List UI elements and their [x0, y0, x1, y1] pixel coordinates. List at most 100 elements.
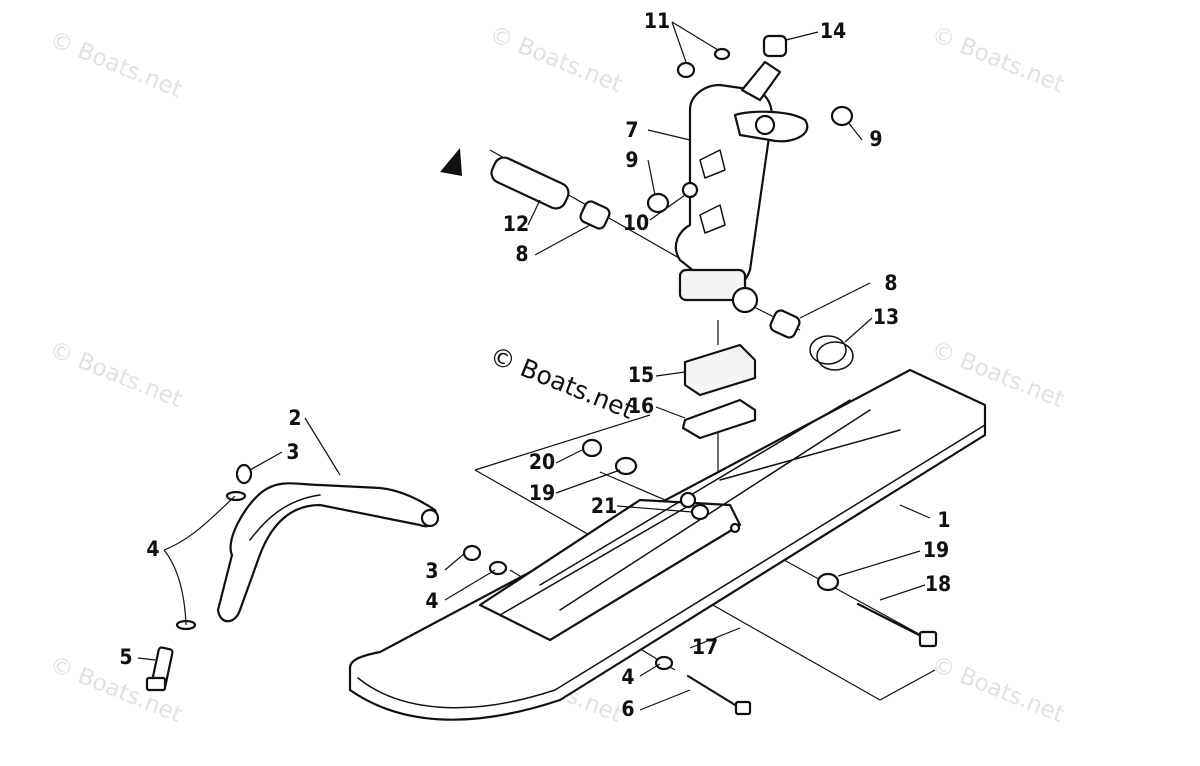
bracket-line-end	[879, 669, 936, 701]
handle-body	[216, 482, 438, 623]
callout-10: 10	[623, 211, 649, 235]
spring-coil	[809, 335, 847, 365]
callout-12: 12	[503, 212, 529, 236]
bolt-18	[856, 602, 938, 648]
ski-keel-lines	[539, 399, 901, 611]
leader-13	[844, 317, 873, 343]
leader-19	[555, 469, 621, 494]
washer-19	[816, 572, 840, 592]
leader-4	[639, 663, 661, 677]
bolt-5-head	[145, 676, 167, 692]
leader-21	[616, 505, 693, 513]
spring-13	[809, 335, 854, 371]
callout-5: 5	[119, 645, 132, 669]
leader-1	[899, 504, 931, 519]
callout-11: 11	[644, 9, 670, 33]
bolt-18-shank	[856, 602, 927, 640]
callout-4: 4	[146, 537, 159, 561]
pin-12	[490, 156, 570, 210]
leader-19	[837, 550, 921, 577]
handle-contour	[249, 494, 321, 541]
direction-arrow-upper	[440, 148, 462, 176]
spindle-arm-hole	[754, 114, 776, 136]
leader-14	[785, 31, 819, 41]
bolt-6	[686, 674, 752, 716]
callout-2: 2	[288, 406, 301, 430]
damper-16	[681, 398, 757, 440]
callout-18: 18	[925, 572, 951, 596]
nut-3	[235, 463, 253, 485]
washer-4	[225, 490, 247, 502]
callout-20: 20	[529, 450, 555, 474]
bolt-6-head	[734, 700, 752, 716]
callout-8: 8	[515, 242, 528, 266]
callout-19: 19	[923, 538, 949, 562]
ski-saddle-edge	[499, 504, 691, 616]
bushing-8	[579, 200, 611, 230]
callout-4: 4	[425, 589, 438, 613]
leader-3	[444, 552, 466, 571]
callout-9: 9	[625, 148, 638, 172]
leader-16	[655, 406, 686, 419]
washer-11	[713, 47, 731, 61]
leader-lines	[137, 21, 931, 711]
leader-5	[137, 657, 156, 661]
bushing-9	[830, 105, 854, 127]
watermark: © Boats.net	[928, 21, 1068, 98]
spindle-base	[678, 268, 747, 302]
washer-4	[654, 655, 674, 671]
callout-8: 8	[884, 271, 897, 295]
leader-4	[163, 495, 236, 551]
leader-12	[527, 199, 541, 226]
leader-11	[671, 21, 687, 63]
watermark: © Boats.net	[486, 21, 626, 98]
bolt-11	[740, 60, 782, 102]
leader-17	[689, 627, 741, 649]
bushing-9	[646, 192, 670, 214]
callout-19: 19	[529, 481, 555, 505]
leader-2	[304, 417, 341, 476]
copyright-label: © Boats.net	[486, 341, 638, 425]
leader-8	[799, 282, 871, 319]
damper-15	[683, 343, 757, 397]
leader-4	[163, 549, 187, 626]
leader-6	[639, 689, 691, 711]
callout-16: 16	[628, 394, 654, 418]
spindle-base-hole	[731, 286, 759, 314]
callout-14: 14	[820, 19, 846, 43]
leader-18	[879, 584, 926, 601]
handle-bushing-hole	[420, 508, 440, 528]
grease-fitting-10	[681, 181, 699, 199]
callout-21: 21	[591, 494, 617, 518]
callout-1: 1	[937, 508, 950, 532]
watermark: © Boats.net	[46, 336, 186, 413]
leader-7	[647, 129, 691, 141]
nut-3	[462, 544, 482, 562]
spacer-21	[690, 503, 710, 521]
washer-19	[614, 456, 638, 476]
leader-8	[534, 224, 591, 256]
leader-11	[671, 21, 719, 51]
bolt-6-shank	[686, 674, 742, 710]
callout-17: 17	[692, 635, 718, 659]
callout-labels: 1 2 3 3 4 4 4 5 6 7 8 8 9 9 10 11 12 13 …	[119, 9, 951, 721]
ski-edge-line	[357, 424, 986, 709]
callout-3: 3	[286, 440, 299, 464]
callout-9: 9	[869, 127, 882, 151]
leader-20	[555, 449, 583, 464]
callout-3: 3	[425, 559, 438, 583]
callout-6: 6	[621, 697, 634, 721]
spindle-7	[674, 83, 809, 314]
ski-handle	[216, 482, 440, 623]
ski-hole	[679, 491, 697, 509]
leader-9	[647, 159, 656, 196]
leader-15	[655, 371, 686, 377]
bolt-18-head	[918, 630, 938, 648]
leader-10	[649, 194, 686, 221]
bushing-8	[769, 309, 801, 339]
watermark: © Boats.net	[46, 26, 186, 103]
leader-3	[249, 451, 283, 471]
cap-14	[762, 34, 788, 58]
ski-hole	[729, 522, 741, 534]
